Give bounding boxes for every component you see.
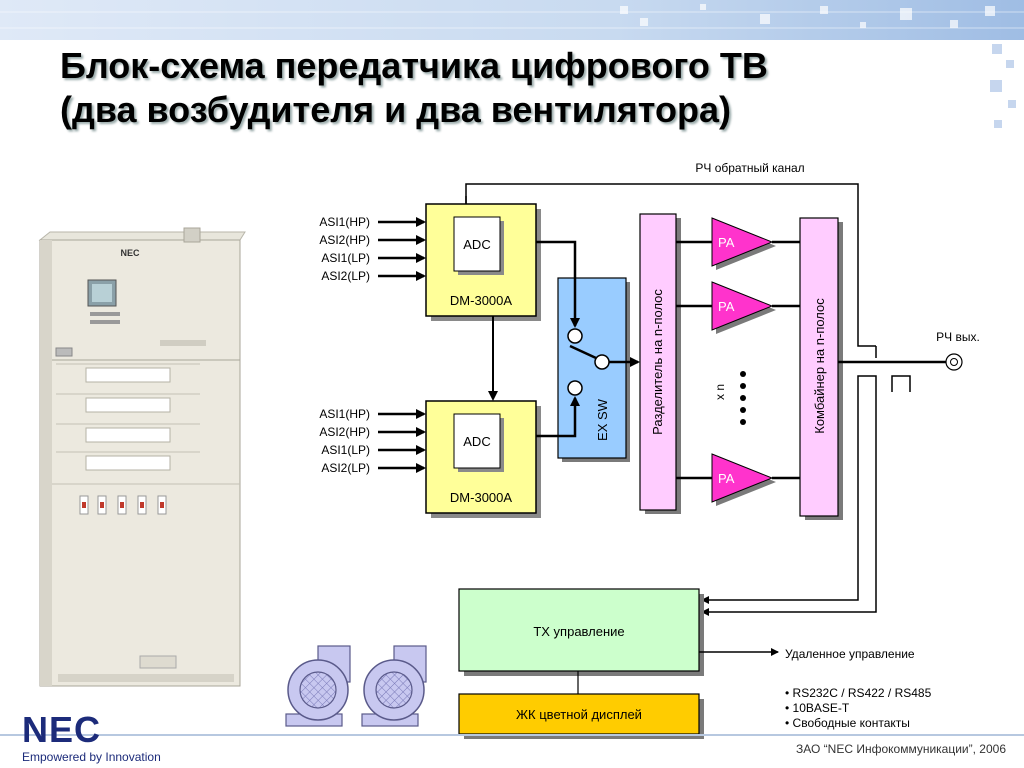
pa-label: PA (718, 471, 735, 486)
pa-amplifier: PA (711, 453, 776, 506)
copyright-text: ЗАО “NEC Инфокоммуникации”, 2006 (796, 742, 1006, 756)
exciter2-input-label: ASI2(HP) (319, 425, 370, 439)
exciter2-input-label: ASI1(LP) (321, 443, 370, 457)
interface-item: • 10BASE-T (785, 701, 850, 715)
logo-text: NEC (22, 709, 102, 750)
title-line-1: Блок-схема передатчика цифрового ТВ (60, 45, 768, 86)
splitter-label: Разделитель на n-полос (650, 289, 665, 435)
exciter1-model-label: DM-3000A (450, 293, 512, 308)
exciter1-block: ADC DM-3000A (425, 203, 541, 321)
ex-sw-block: EX SW (557, 277, 630, 462)
combiner-label: Комбайнер на n-полос (812, 298, 827, 434)
exciter1-input-arrows (378, 217, 426, 281)
exciter1-input-label: ASI1(HP) (319, 215, 370, 229)
ex-sw-label: EX SW (595, 398, 610, 441)
cabinet-brand: NEC (120, 248, 140, 258)
pa-multiplier-label: x n (713, 384, 727, 400)
fan-icon (285, 645, 351, 727)
combiner-block: Комбайнер на n-полос (799, 217, 843, 520)
display-block: ЖК цветной дисплей (458, 693, 704, 739)
title-line-2: (два возбудителя и два вентилятора) (60, 89, 731, 130)
header-banner (0, 0, 1024, 40)
ex-sw-switch (567, 328, 640, 396)
nec-logo: NEC Empowered by Innovation (22, 709, 161, 765)
pa-label: PA (718, 235, 735, 250)
pa-amplifier: PA (711, 281, 776, 334)
exciter1-adc-label: ADC (463, 237, 490, 252)
tx-control-block: TX управление (458, 588, 704, 676)
pa-repeat-dots (740, 371, 746, 425)
header-banner-graphic (0, 0, 1024, 40)
rf-output-connector (945, 353, 963, 371)
exciter2-model-label: DM-3000A (450, 490, 512, 505)
exciter2-adc-label: ADC (463, 434, 490, 449)
transmitter-cabinet-image: NEC (38, 227, 246, 687)
logo-tagline: Empowered by Innovation (22, 750, 161, 764)
pa-label: PA (718, 299, 735, 314)
remote-control-label: Удаленное управление (785, 647, 915, 661)
exciter2-block: ADC DM-3000A (425, 400, 541, 518)
interface-item: • RS232C / RS422 / RS485 (785, 686, 932, 700)
footer-divider (0, 734, 1024, 736)
exciter2-input-label: ASI2(LP) (321, 461, 370, 475)
monitor-lines (701, 378, 877, 616)
fan-icon (361, 645, 427, 727)
pa-amplifier: PA (711, 217, 776, 270)
rf-output-label: РЧ вых. (936, 330, 980, 344)
exciter1-input-label: ASI2(HP) (319, 233, 370, 247)
rf-output-path (838, 346, 946, 392)
exciter2-input-label: ASI1(HP) (319, 407, 370, 421)
exciter-output-lines (536, 240, 580, 438)
splitter-pa-lines (676, 240, 800, 480)
splitter-block: Разделитель на n-полос (639, 213, 681, 514)
tx-control-label: TX управление (533, 624, 624, 639)
exciter1-input-label: ASI2(LP) (321, 269, 370, 283)
display-label: ЖК цветной дисплей (516, 707, 642, 722)
interface-item: • Свободные контакты (785, 716, 910, 730)
exciter1-input-label: ASI1(LP) (321, 251, 370, 265)
rf-feedback-label: РЧ обратный канал (695, 161, 804, 175)
page-title: Блок-схема передатчика цифрового ТВ (два… (60, 44, 960, 132)
header-side-decoration (990, 44, 1016, 128)
exciter2-input-arrows (378, 409, 426, 473)
